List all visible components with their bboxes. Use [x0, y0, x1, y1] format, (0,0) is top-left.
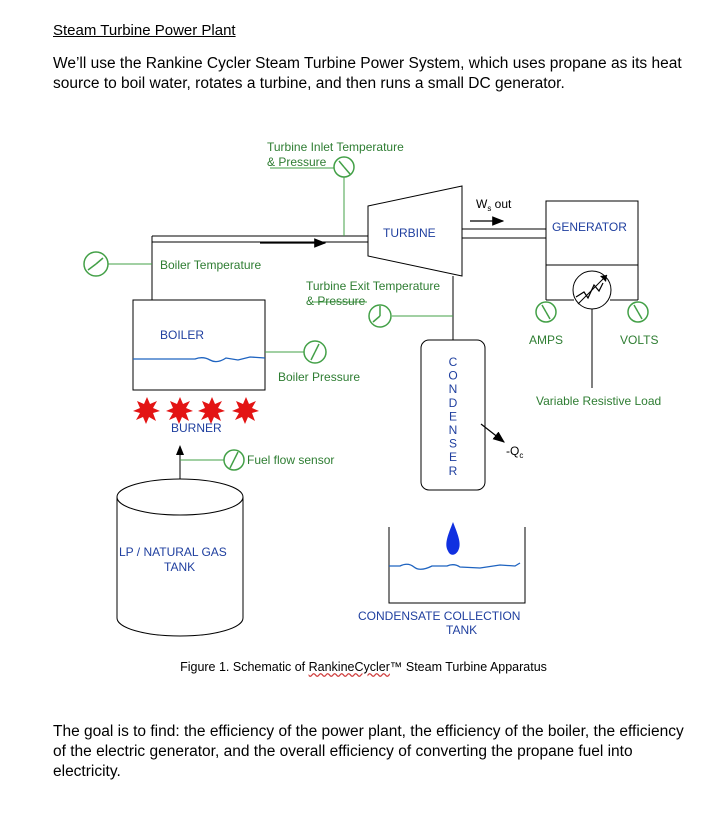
condensate-label-2: TANK — [446, 623, 477, 637]
condensate-label-1: CONDENSATE COLLECTION — [358, 609, 520, 623]
figure-caption: Figure 1. Schematic of RankineCycler™ St… — [0, 660, 727, 674]
boiler-label: BOILER — [160, 328, 204, 342]
generator-label: GENERATOR — [552, 220, 627, 234]
turbine-inlet-label-1: Turbine Inlet Temperature — [267, 140, 404, 154]
amps-gauge — [535, 301, 557, 323]
turbine-exit-label-1: Turbine Exit Temperature — [306, 279, 440, 293]
turbine-inlet-label-2: & Pressure — [267, 155, 327, 169]
boiler-pressure-label: Boiler Pressure — [278, 370, 360, 384]
caption-prefix: Figure 1. Schematic of — [180, 660, 309, 674]
amps-label: AMPS — [529, 333, 563, 347]
condenser-letter: E — [449, 450, 457, 464]
qc-label: -Qc — [506, 444, 523, 460]
condenser-letter: E — [449, 409, 457, 423]
lp-tank — [116, 478, 244, 637]
generator — [545, 200, 639, 266]
page-heading: Steam Turbine Power Plant — [53, 22, 236, 39]
burner-label: BURNER — [171, 421, 222, 435]
condensate-tank — [388, 527, 526, 604]
fuel-flow-label: Fuel flow sensor — [247, 453, 334, 467]
condenser-letter: D — [449, 396, 458, 410]
load-circuit — [545, 265, 639, 388]
caption-brand: RankineCycler — [308, 660, 390, 674]
condenser-letter: N — [449, 423, 458, 437]
turbine-exit-label-2: & Pressure — [306, 294, 366, 308]
ws-out-label: Ws out — [476, 197, 512, 213]
burner-flames — [133, 397, 259, 424]
turbine — [367, 185, 463, 277]
turbine-exit-gauge — [312, 276, 454, 340]
condenser-letter: R — [449, 464, 458, 478]
boiler-pressure-gauge — [303, 340, 327, 364]
intro-paragraph: We’ll use the Rankine Cycler Steam Turbi… — [53, 55, 682, 92]
condenser — [420, 339, 486, 491]
volts-label: VOLTS — [620, 333, 658, 347]
boiler-temperature-label: Boiler Temperature — [160, 258, 261, 272]
turbine-inlet-gauge — [270, 156, 355, 236]
condenser-letter: S — [449, 437, 457, 451]
condenser-letter: N — [449, 382, 458, 396]
condensate-drop — [446, 522, 460, 555]
turbine-label: TURBINE — [383, 226, 436, 240]
boiler — [132, 299, 304, 391]
turbine-shaft — [461, 216, 547, 239]
tank-label-1: LP / NATURAL GAS — [119, 545, 227, 559]
fuel-flow-sensor — [223, 449, 245, 471]
steam-pipe — [151, 235, 368, 300]
variable-load-label: Variable Resistive Load — [536, 394, 661, 408]
tank-label-2: TANK — [164, 560, 195, 574]
condenser-letter: O — [448, 369, 457, 383]
boiler-temperature-gauge — [83, 251, 152, 277]
goal-paragraph: The goal is to find: the efficiency of t… — [53, 723, 684, 780]
heat-out-arrow — [480, 423, 505, 443]
volts-gauge — [627, 301, 649, 323]
caption-suffix: ™ Steam Turbine Apparatus — [389, 660, 547, 674]
condenser-letter: C — [449, 355, 458, 369]
